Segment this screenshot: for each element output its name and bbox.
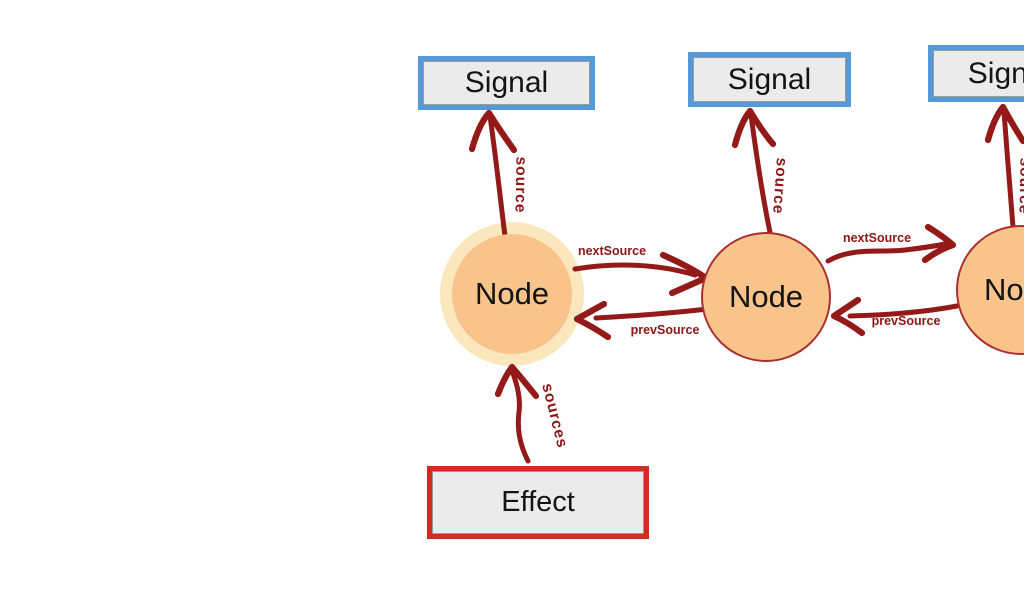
nextsource-arrow-1 bbox=[572, 262, 698, 278]
node-circle-3-label: Node bbox=[983, 272, 1024, 307]
prevsource-arrow-1 bbox=[593, 306, 711, 321]
node-circle-3: Node bbox=[956, 225, 1024, 355]
nextsource-arrowhead-2 bbox=[921, 223, 957, 264]
source-arrowhead-3 bbox=[984, 103, 1024, 145]
signal-box-3: Signal bbox=[928, 45, 1024, 102]
source-arrowhead-1 bbox=[468, 109, 518, 154]
nextsource-arrowhead-1 bbox=[659, 251, 710, 297]
edge-label-nextsource-2: nextSource bbox=[842, 231, 912, 245]
source-arrow-3 bbox=[1001, 109, 1016, 230]
edge-label-prevsource-1: prevSource bbox=[630, 323, 700, 337]
signal-box-1-label: Signal bbox=[464, 66, 549, 99]
effect-box-label: Effect bbox=[501, 486, 575, 518]
source-arrow-1 bbox=[487, 113, 508, 239]
edge-label-nextsource-1: nextSource bbox=[577, 244, 647, 258]
signal-box-2-label: Signal bbox=[727, 62, 812, 96]
sources-arrow bbox=[509, 368, 531, 464]
sources-arrowhead bbox=[494, 363, 540, 400]
nextsource-arrow-2 bbox=[825, 241, 948, 264]
node-circle-2: Node bbox=[701, 232, 831, 362]
edge-label-source-3: source bbox=[1015, 157, 1024, 215]
signal-box-2: Signal bbox=[688, 52, 851, 107]
source-arrowhead-2 bbox=[731, 107, 777, 149]
source-arrow-2 bbox=[748, 112, 774, 240]
signal-box-1: Signal bbox=[418, 56, 595, 110]
edge-label-source-2: source bbox=[769, 157, 790, 215]
effect-box: Effect bbox=[427, 466, 649, 539]
edge-label-prevsource-2: prevSource bbox=[871, 314, 941, 328]
prevsource-arrowhead-2 bbox=[830, 296, 866, 337]
signal-box-3-label: Signal bbox=[967, 56, 1024, 90]
node-circle-2-label: Node bbox=[728, 279, 804, 314]
edge-label-sources: sources bbox=[538, 381, 571, 451]
node-circle-1-label: Node bbox=[474, 276, 550, 311]
node-circle-1: Node bbox=[452, 234, 572, 354]
edge-label-source-1: source bbox=[511, 156, 530, 214]
